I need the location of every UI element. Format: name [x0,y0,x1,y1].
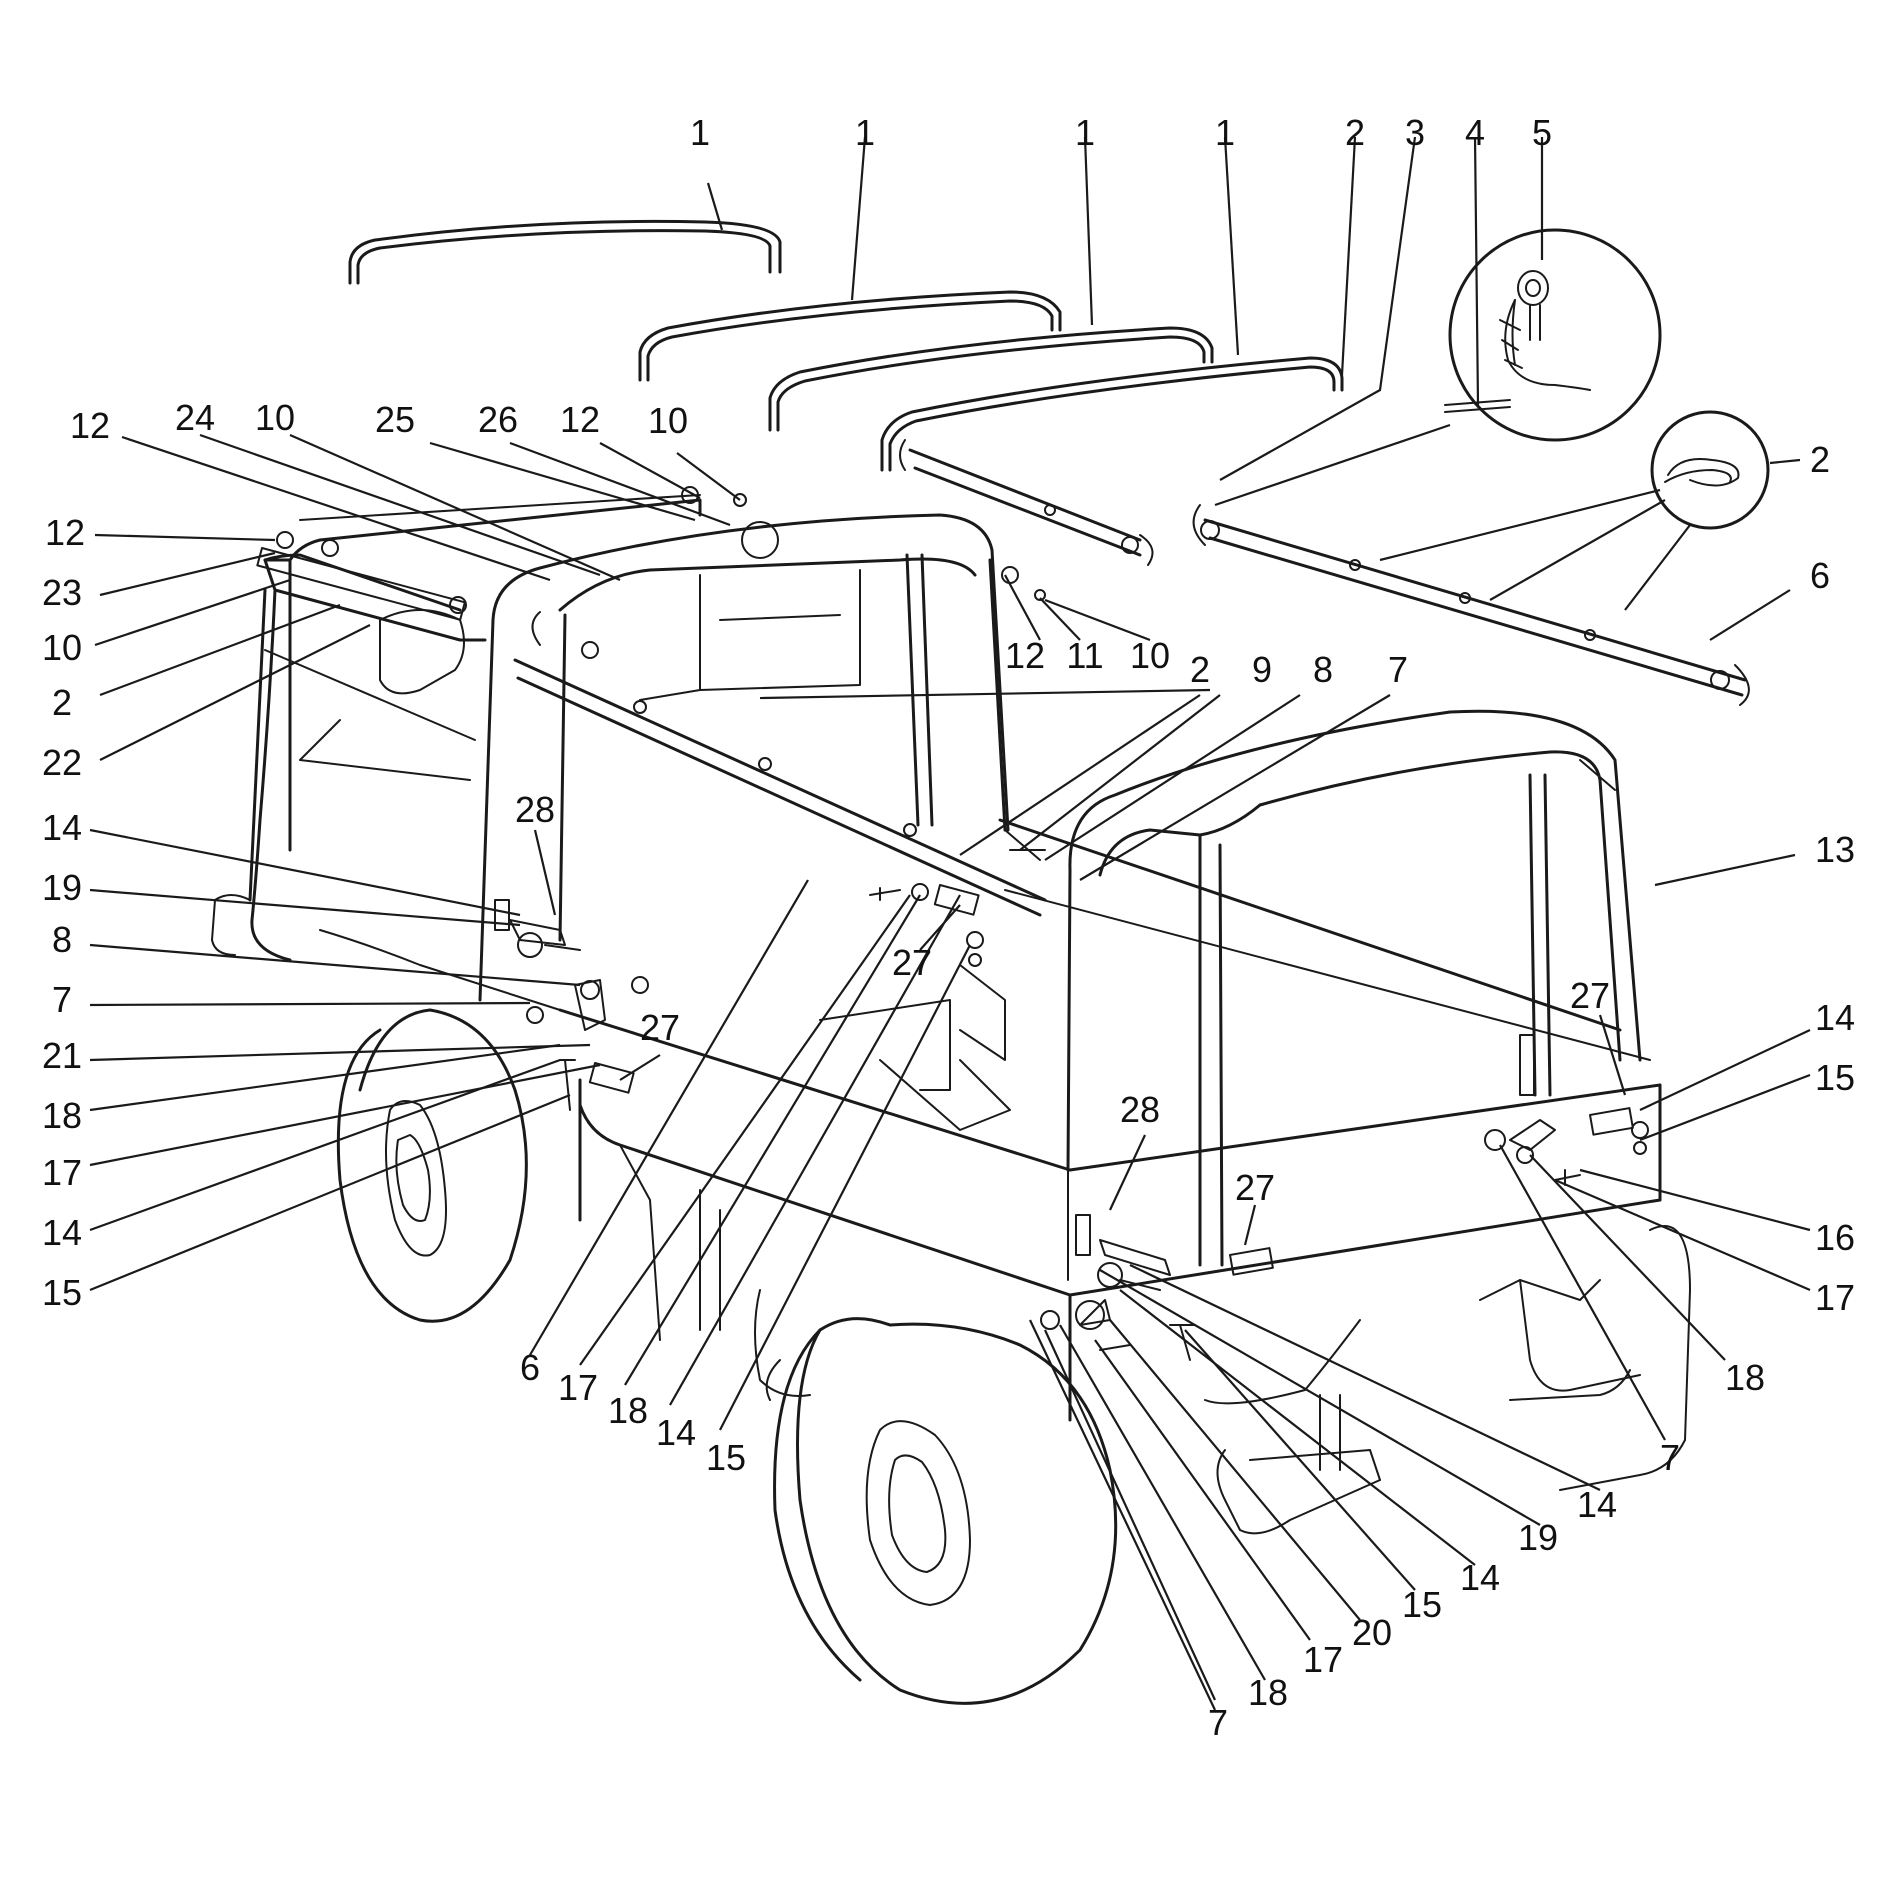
callout-2-b: 2 [1810,439,1830,480]
callout-14-d: 14 [1815,997,1855,1038]
callout-7-c: 7 [1660,1437,1680,1478]
callout-17-d: 17 [1303,1639,1343,1680]
callout-7-b: 7 [52,979,72,1020]
callout-17-b: 17 [558,1367,598,1408]
callout-21: 21 [42,1035,82,1076]
callout-27-d: 27 [1570,975,1610,1016]
callout-27-b: 27 [892,942,932,983]
callout-1-a: 1 [690,112,710,153]
callout-12-a: 12 [70,405,110,446]
callout-16: 16 [1815,1217,1855,1258]
callout-18-a: 18 [42,1095,82,1136]
side-rail-icon [899,439,1750,706]
callout-27-a: 27 [640,1007,680,1048]
callout-12-b: 12 [560,399,600,440]
hardware-icon [256,486,1649,1361]
spring-clip-detail-icon [1379,410,1770,611]
callout-17-a: 17 [42,1152,82,1193]
callout-15-c: 15 [1815,1057,1855,1098]
callout-13: 13 [1815,829,1855,870]
callout-14-a: 14 [42,807,82,848]
callout-14-f: 14 [1460,1557,1500,1598]
callout-10-a: 10 [255,397,295,438]
callout-12-d: 12 [1005,635,1045,676]
callout-15-b: 15 [706,1437,746,1478]
callout-25: 25 [375,399,415,440]
vehicle-body-icon [558,818,1691,1535]
callout-10-d: 10 [1130,635,1170,676]
callout-14-e: 14 [1577,1484,1617,1525]
callout-5: 5 [1532,112,1552,153]
callout-18-c: 18 [1725,1357,1765,1398]
callout-22: 22 [42,742,82,783]
callout-17-c: 17 [1815,1277,1855,1318]
callout-19-b: 19 [1518,1517,1558,1558]
rear-wheel-icon [773,1317,1118,1705]
callout-14-c: 14 [656,1412,696,1453]
callout-24: 24 [175,397,215,438]
callout-19-a: 19 [42,867,82,908]
front-wheel-icon [336,1008,528,1323]
callout-6-a: 6 [1810,555,1830,596]
callout-9: 9 [1252,649,1272,690]
callout-10-b: 10 [648,400,688,441]
callout-3: 3 [1405,112,1425,153]
callout-10-c: 10 [42,627,82,668]
callout-8-b: 8 [52,919,72,960]
callout-labels: 1 1 1 1 2 3 4 5 2 6 12 24 10 25 26 12 10… [42,112,1855,1743]
roof-bow-icon [348,219,1344,472]
canopy-frame-icon [1066,709,1642,1281]
callout-1-b: 1 [855,112,875,153]
callout-2-c: 2 [52,682,72,723]
callout-8-a: 8 [1313,649,1333,690]
cab-frame-icon [478,513,1047,1002]
callout-6-b: 6 [520,1347,540,1388]
callout-1-c: 1 [1075,112,1095,153]
callout-4: 4 [1465,112,1485,153]
callout-1-d: 1 [1215,112,1235,153]
callout-23: 23 [42,572,82,613]
callout-7-d: 7 [1208,1702,1228,1743]
callout-2-d: 2 [1190,649,1210,690]
callout-18-b: 18 [608,1390,648,1431]
callout-15-d: 15 [1402,1584,1442,1625]
pin-chain-detail-icon [1214,228,1662,507]
callout-26: 26 [478,399,518,440]
callout-2-a: 2 [1345,112,1365,153]
callout-28-b: 28 [1120,1089,1160,1130]
leader-lines [89,136,1811,1711]
callout-14-b: 14 [42,1212,82,1253]
callout-11: 11 [1066,635,1103,676]
callout-28-a: 28 [515,789,555,830]
callout-7-a: 7 [1388,649,1408,690]
callout-20: 20 [1352,1612,1392,1653]
callout-27-c: 27 [1235,1167,1275,1208]
callout-18-d: 18 [1248,1672,1288,1713]
callout-12-c: 12 [45,512,85,553]
callout-15-a: 15 [42,1272,82,1313]
